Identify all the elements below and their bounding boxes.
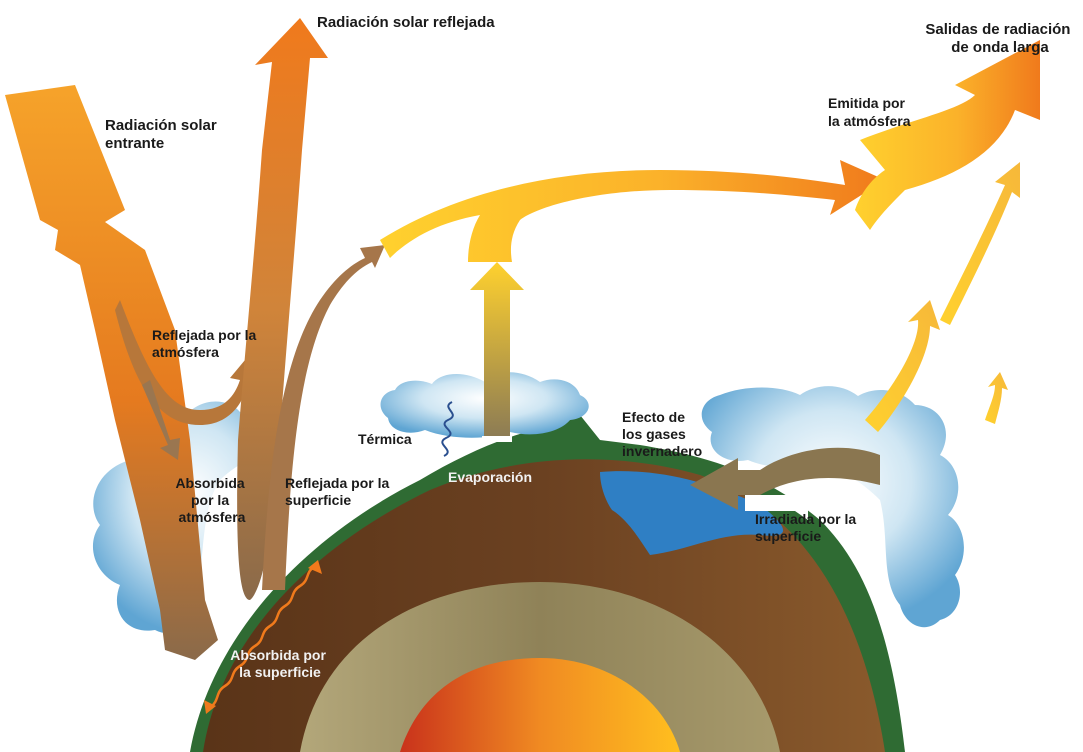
greenhouse-arrow [690, 447, 880, 510]
outgoing-longwave-label: Salidas de radiación de onda larga [925, 21, 1074, 56]
reflected-surface-arrow [262, 245, 385, 590]
emitted-atmosphere-arrow [380, 160, 885, 262]
greenhouse-label: Efecto de los gases invernadero [622, 409, 702, 459]
absorbed-atmosphere-arrow [142, 380, 180, 460]
reflected-solar-arrow [237, 18, 328, 600]
absorbed-surface-wave-icon [204, 560, 322, 714]
right-cloud [701, 386, 964, 628]
reflected-solar-label: Radiación solar reflejada [317, 14, 495, 31]
earth-core [400, 658, 680, 752]
ocean [600, 471, 784, 555]
cloud-emission-arrow [865, 162, 1020, 432]
thermal-squiggle-icon [441, 401, 454, 457]
evaporation-label: Evaporación [448, 469, 532, 485]
incoming-solar-arrow [5, 85, 218, 660]
reflected-atmosphere-label: Reflejada por la atmósfera [152, 327, 260, 360]
evaporation-arrow [470, 262, 524, 442]
emitted-atmosphere-label: Emitida por la atmósfera [828, 95, 911, 129]
absorbed-surface-label: Absorbida por la superficie [230, 647, 330, 680]
radiated-surface-label: Irradiada por la superficie [755, 511, 860, 544]
radiated-surface-arrow [745, 486, 808, 520]
thermal-label: Térmica [358, 431, 412, 447]
absorbed-atmosphere-label: Absorbida por la atmósfera [175, 475, 248, 525]
reflected-surface-label: Reflejada por la superficie [285, 475, 393, 508]
incoming-solar-label: Radiación solar entrante [105, 117, 221, 152]
outgoing-longwave-arrow [855, 40, 1040, 230]
